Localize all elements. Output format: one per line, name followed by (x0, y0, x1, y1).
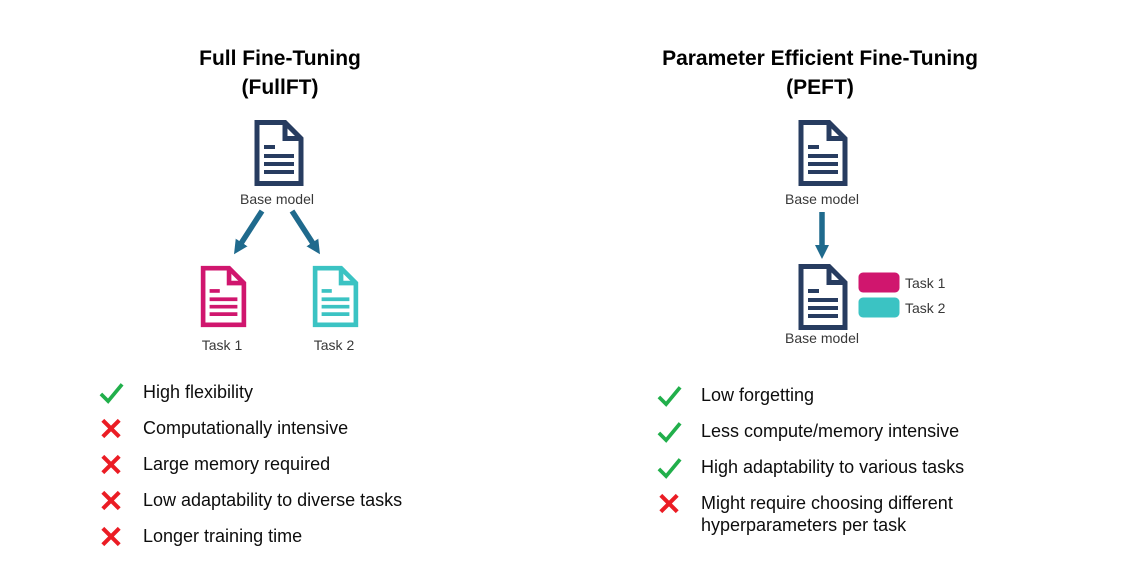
fullft-base-model-document-icon (254, 120, 304, 186)
list-item: High flexibility (98, 381, 402, 405)
peft-title: Parameter Efficient Fine-Tuning (PEFT) (630, 44, 1010, 102)
peft-base-model-bottom-label: Base model (785, 330, 859, 346)
fullft-base-model-label: Base model (240, 191, 314, 207)
cross-icon (101, 418, 121, 439)
cross-icon (101, 490, 121, 511)
point-text: Computationally intensive (143, 418, 349, 438)
fullft-branch-arrows (234, 209, 320, 255)
check-icon (657, 422, 682, 443)
fullft-title-line2: (FullFT) (241, 76, 319, 99)
point-text: Large memory required (143, 454, 331, 474)
fullft-points-list: High flexibility Computationally intensi… (98, 381, 402, 549)
peft-points-list: Low forgetting Less compute/memory inten… (656, 384, 1033, 536)
peft-base-model-top-label: Base model (785, 191, 859, 207)
arrow-to-task2 (289, 209, 320, 255)
list-item: Less compute/memory intensive (656, 420, 1033, 444)
task1-document-icon (200, 265, 247, 328)
fullft-title-line1: Full Fine-Tuning (199, 47, 361, 70)
list-item: High adaptability to various tasks (656, 456, 1033, 480)
cross-icon (101, 526, 121, 547)
peft-adapted-model-document-icon (798, 264, 848, 330)
point-text: Less compute/memory intensive (701, 421, 960, 441)
task1-adapter-label: Task 1 (905, 275, 946, 291)
cross-icon (659, 493, 679, 514)
point-text: High flexibility (143, 382, 254, 402)
cross-icon (101, 454, 121, 475)
list-item: Computationally intensive (98, 417, 402, 441)
list-item: Might require choosing different hyperpa… (656, 492, 1033, 536)
task1-label: Task 1 (201, 337, 243, 353)
list-item: Large memory required (98, 453, 402, 477)
point-text: High adaptability to various tasks (701, 457, 965, 477)
task1-adapter-swatch (858, 272, 900, 293)
point-text: Low adaptability to diverse tasks (143, 490, 403, 510)
point-text: Low forgetting (701, 385, 815, 405)
list-item: Longer training time (98, 525, 402, 549)
peft-title-line2: (PEFT) (786, 76, 854, 99)
task2-document-icon (312, 265, 359, 328)
task2-adapter-swatch (858, 297, 900, 318)
arrow-to-task1 (234, 209, 265, 255)
check-icon (657, 458, 682, 479)
check-icon (657, 386, 682, 407)
peft-down-arrow (815, 212, 829, 259)
task2-adapter-label: Task 2 (905, 300, 946, 316)
check-icon (99, 383, 124, 404)
list-item: Low forgetting (656, 384, 1033, 408)
point-text: Longer training time (143, 526, 303, 546)
peft-base-model-document-icon (798, 120, 848, 186)
task2-label: Task 2 (313, 337, 355, 353)
fullft-title: Full Fine-Tuning (FullFT) (130, 44, 430, 102)
point-text: Might require choosing different hyperpa… (701, 493, 953, 535)
list-item: Low adaptability to diverse tasks (98, 489, 402, 513)
peft-title-line1: Parameter Efficient Fine-Tuning (662, 47, 978, 70)
